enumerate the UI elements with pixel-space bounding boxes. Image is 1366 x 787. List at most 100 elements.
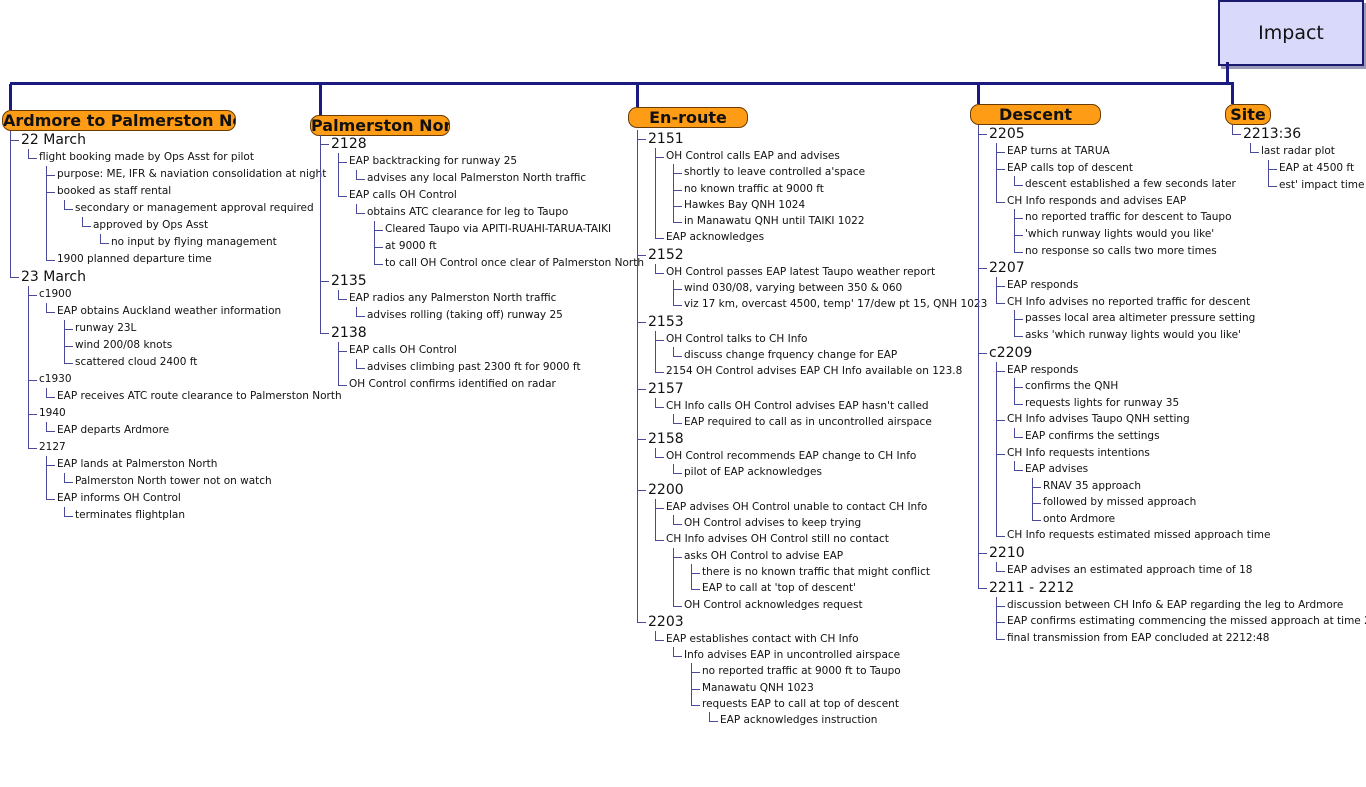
column-connector — [319, 84, 322, 115]
node-label: advises rolling (taking off) runway 25 — [367, 309, 563, 321]
event-node: final transmission from EAP concluded at… — [996, 629, 1366, 647]
node-label: wind 200/08 knots — [75, 339, 173, 351]
node-label: scattered cloud 2400 ft — [75, 356, 198, 368]
event-node: Hawkes Bay QNH 1024 — [673, 196, 987, 214]
node-label: EAP confirms the settings — [1025, 429, 1160, 442]
node-label: runway 23L — [75, 322, 137, 334]
event-node: CH Info advises no reported traffic for … — [996, 293, 1366, 344]
node-label: c2209 — [989, 344, 1033, 361]
timeline-bar — [10, 82, 1234, 85]
node-label: CH Info requests intentions — [1007, 446, 1150, 459]
event-node: EAP required to call as in uncontrolled … — [673, 413, 987, 430]
node-label: no known traffic at 9000 ft — [684, 182, 824, 195]
event-node: secondary or management approval require… — [64, 200, 342, 251]
event-node: passes local area altimeter pressure set… — [1014, 310, 1366, 327]
phase-title: Site — [1225, 104, 1271, 125]
node-label: pilot of EAP acknowledges — [684, 466, 822, 479]
event-node: EAP confirms estimating commencing the m… — [996, 613, 1366, 630]
node-label: CH Info advises OH Control still no cont… — [666, 533, 889, 546]
node-label: followed by missed approach — [1043, 496, 1197, 509]
node-label: Palmerston North tower not on watch — [75, 475, 272, 487]
event-node: no response so calls two more times — [1014, 242, 1366, 260]
event-node: Cleared Taupo via APITI-RUAHI-TARUA-TAIK… — [374, 221, 644, 238]
node-label: c1900 — [39, 288, 72, 300]
node-label: EAP backtracking for runway 25 — [349, 155, 518, 167]
node-label: onto Ardmore — [1043, 512, 1116, 525]
node-label: wind 030/08, varying between 350 & 060 — [684, 282, 903, 295]
node-label: OH Control acknowledges request — [684, 598, 863, 611]
event-node: purpose: ME, IFR & naviation consolidati… — [46, 166, 342, 183]
node-label: 2200 — [648, 481, 684, 498]
event-node: advises any local Palmerston North traff… — [356, 170, 644, 187]
event-node: to call OH Control once clear of Palmers… — [374, 255, 644, 272]
node-label: OH Control recommends EAP change to CH I… — [666, 450, 917, 463]
node-label: EAP establishes contact with CH Info — [666, 632, 859, 645]
event-node: est' impact time — [1268, 177, 1364, 194]
node-label: EAP responds — [1007, 363, 1079, 376]
event-node: flight booking made by Ops Asst for pilo… — [28, 149, 342, 268]
phase-title: Descent — [970, 104, 1101, 125]
column-connector — [1231, 84, 1234, 104]
node-label: est' impact time — [1279, 179, 1365, 191]
node-label: EAP acknowledges instruction — [720, 714, 878, 727]
node-label: Hawkes Bay QNH 1024 — [684, 198, 806, 211]
node-label: passes local area altimeter pressure set… — [1025, 312, 1256, 325]
node-label: CH Info advises no reported traffic for … — [1007, 295, 1251, 308]
event-node: EAP departs Ardmore — [46, 422, 342, 439]
event-node: terminates flightplan — [64, 507, 342, 524]
node-label: CH Info responds and advises EAP — [1007, 194, 1187, 207]
node-label: EAP calls OH Control — [349, 189, 457, 201]
event-node: wind 030/08, varying between 350 & 060 — [673, 280, 987, 297]
event-node: no reported traffic for descent to Taupo — [1014, 209, 1366, 226]
node-label: no input by flying management — [111, 236, 277, 248]
node-label: discuss change frquency change for EAP — [684, 348, 898, 361]
event-node: asks 'which runway lights would you like… — [1014, 326, 1366, 344]
node-label: shortly to leave controlled a'space — [684, 166, 866, 179]
node-label: last radar plot — [1261, 145, 1335, 157]
event-node: EAP to call at 'top of descent' — [691, 580, 987, 596]
event-node: CH Info responds and advises EAP no repor… — [996, 192, 1366, 260]
event-node: EAP backtracking for runway 25 advises an… — [338, 153, 644, 187]
node-label: EAP receives ATC route clearance to Palm… — [57, 390, 342, 402]
node-label: Manawatu QNH 1023 — [702, 681, 814, 694]
event-node: CH Info calls OH Control advises EAP has… — [655, 397, 987, 431]
event-node: CH Info requests estimated missed approa… — [996, 527, 1366, 544]
impact-connector — [1226, 62, 1229, 84]
node-label: in Manawatu QNH until TAIKI 1022 — [684, 215, 865, 228]
node-label: EAP radios any Palmerston North traffic — [349, 292, 557, 304]
node-label: secondary or management approval require… — [75, 202, 314, 214]
event-node: 2154 OH Control advises EAP CH Info avai… — [655, 363, 987, 379]
event-node: discussion between CH Info & EAP regardi… — [996, 596, 1366, 614]
node-label: 2151 — [648, 131, 684, 147]
node-label: OH Control confirms identified on radar — [349, 378, 556, 390]
node-label: EAP at 4500 ft — [1279, 162, 1355, 174]
event-node: OH Control recommends EAP change to CH I… — [655, 448, 987, 481]
event-node: Info advises EAP in uncontrolled airspac… — [673, 647, 987, 728]
node-label: obtains ATC clearance for leg to Taupo — [367, 206, 569, 218]
node-label: no reported traffic at 9000 ft to Taupo — [702, 665, 901, 678]
event-node: EAP responds — [996, 277, 1366, 294]
node-label: purpose: ME, IFR & naviation consolidati… — [57, 168, 327, 180]
event-node: EAP obtains Auckland weather information… — [46, 303, 342, 371]
node-label: no reported traffic for descent to Taupo — [1025, 211, 1232, 224]
event-node: EAP at 4500 ft — [1268, 160, 1364, 177]
node-label: CH Info requests estimated missed approa… — [1007, 529, 1271, 542]
